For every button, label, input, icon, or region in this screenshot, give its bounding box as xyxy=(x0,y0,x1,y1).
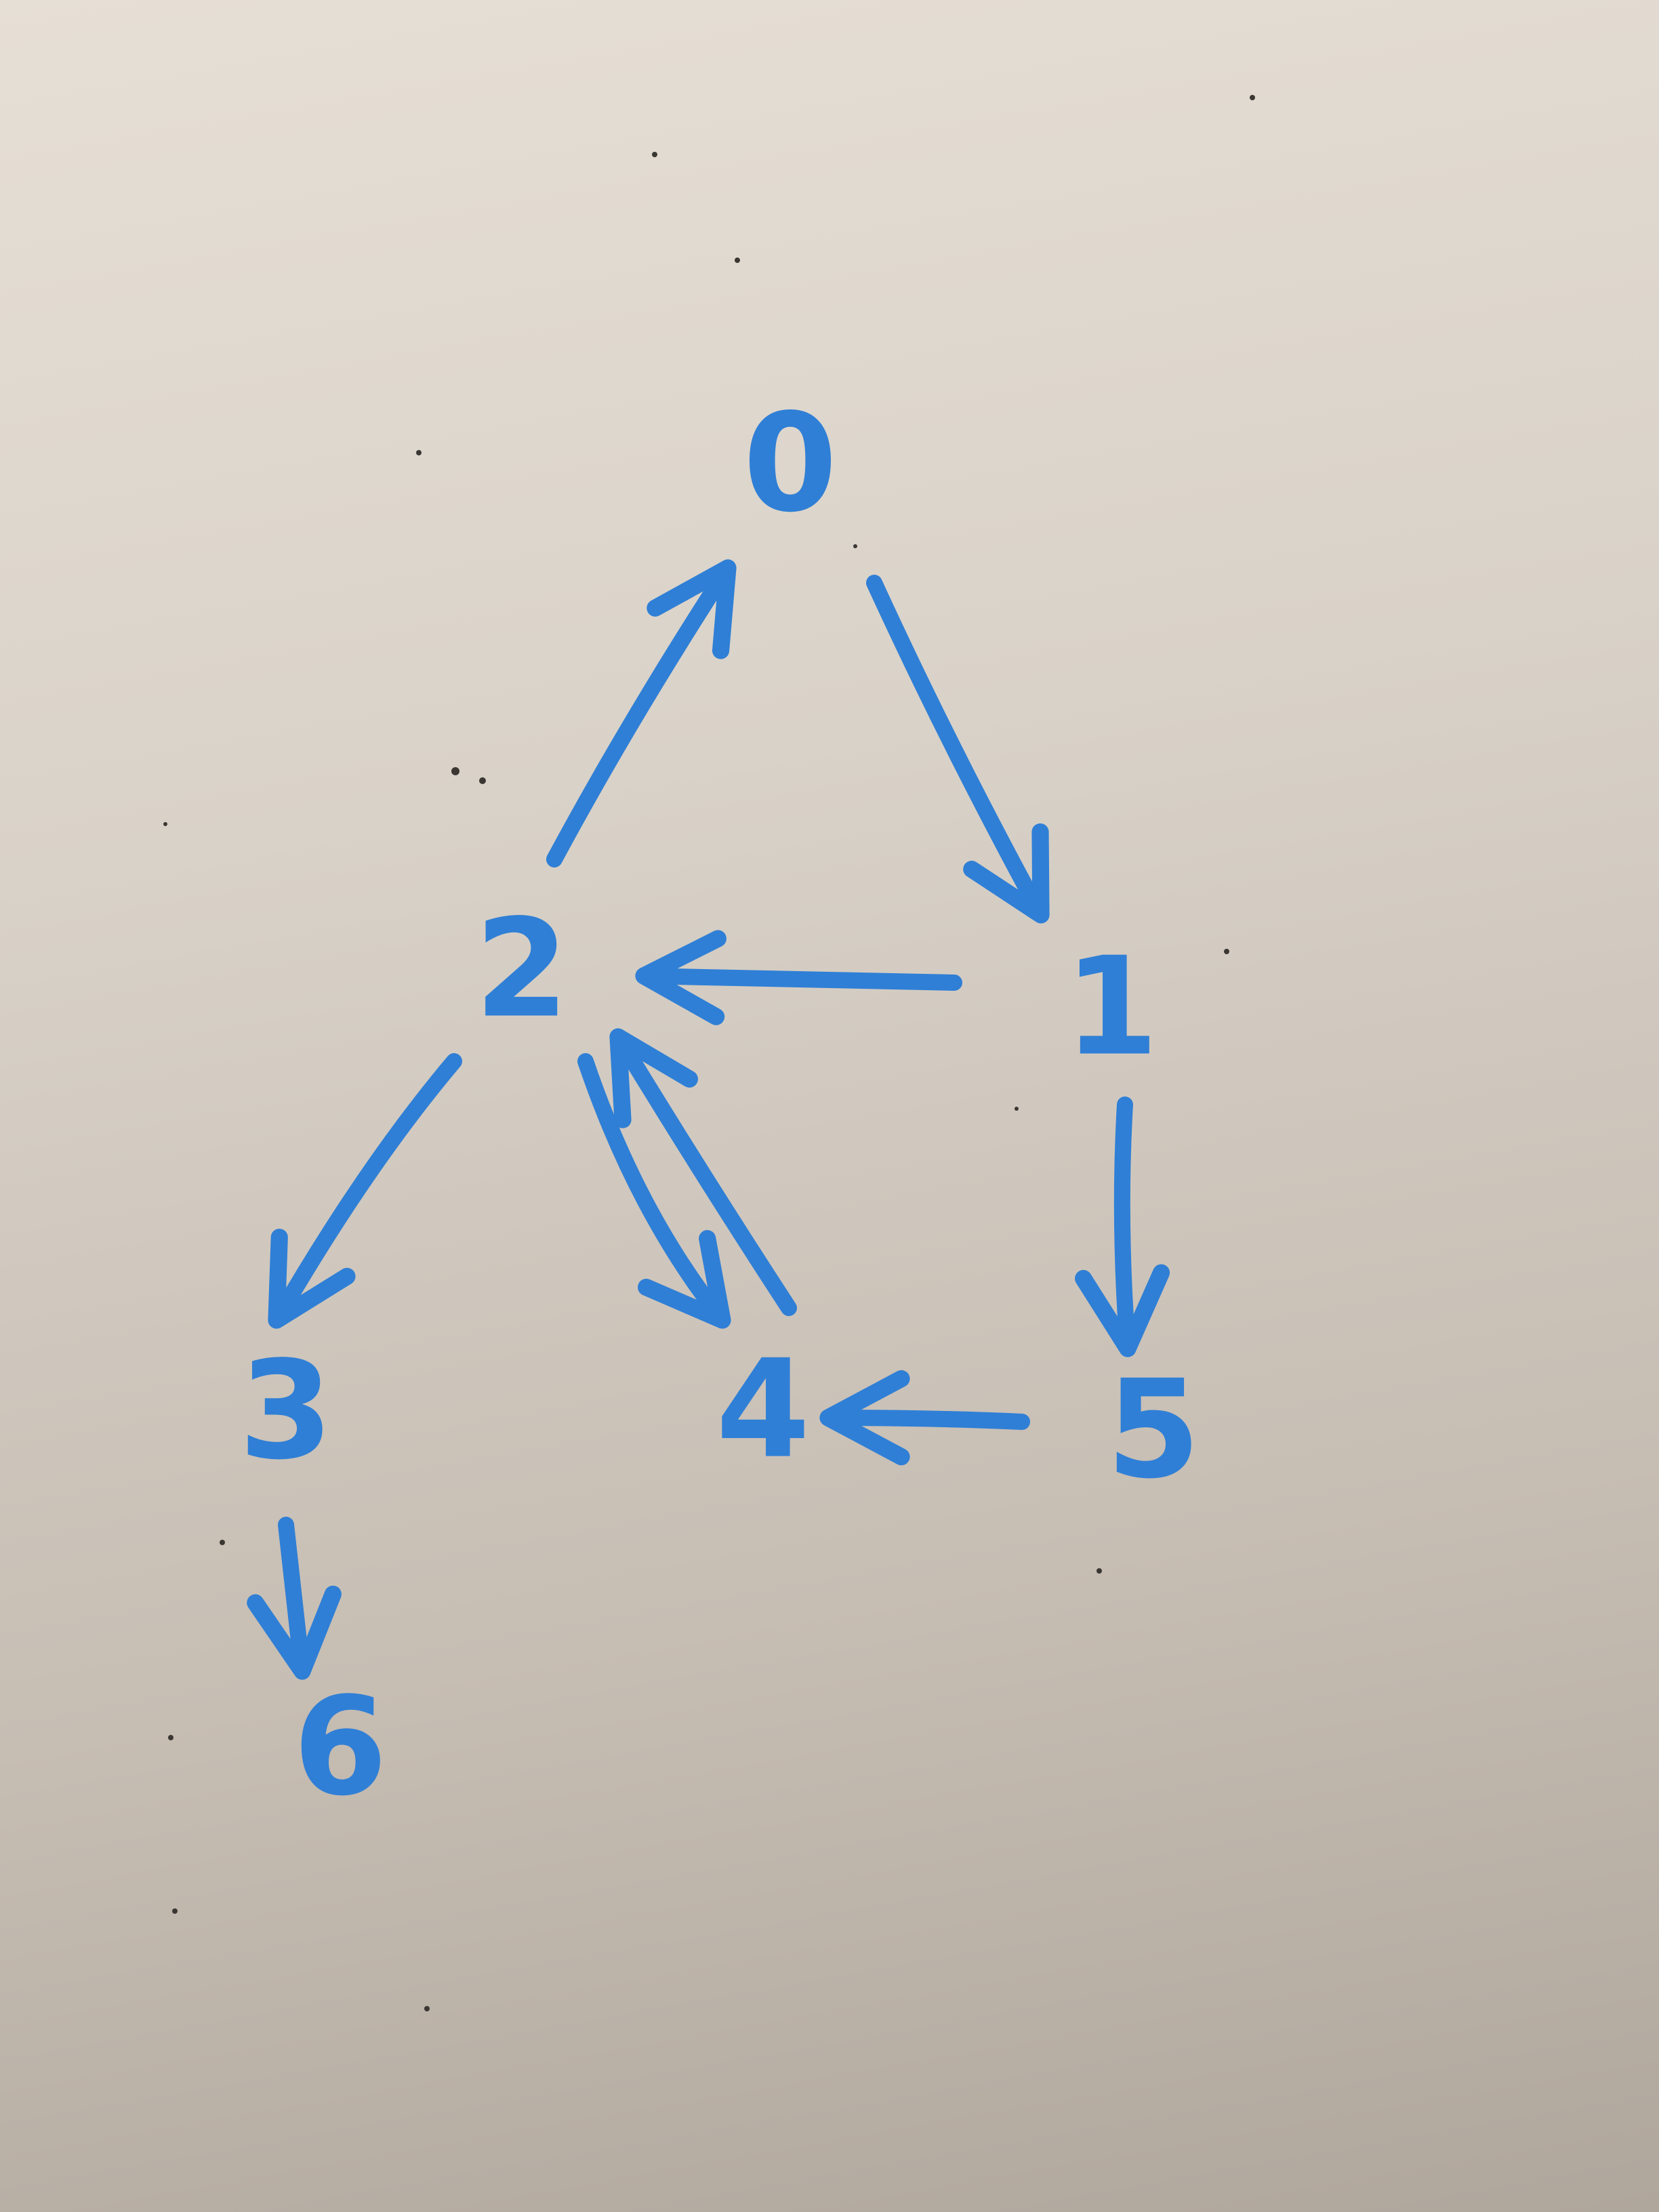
edge-2-to-4 xyxy=(577,1053,731,1329)
node-5: 5 xyxy=(1106,1351,1200,1509)
edge-4-to-2 xyxy=(609,1028,797,1316)
node-4: 4 xyxy=(716,1331,810,1489)
board-specks xyxy=(163,95,1255,2011)
graph-nodes: 0 1 2 3 4 5 6 xyxy=(239,385,1200,1826)
edge-0-to-1 xyxy=(866,575,1050,924)
node-1: 1 xyxy=(1064,928,1158,1086)
edge-2-to-3 xyxy=(268,1053,462,1329)
edge-1-to-5 xyxy=(1075,1097,1170,1357)
edge-2-to-0 xyxy=(546,559,737,867)
edge-1-to-2 xyxy=(635,930,962,1025)
edge-3-to-6 xyxy=(247,1517,342,1680)
node-3: 3 xyxy=(239,1332,333,1490)
node-6: 6 xyxy=(293,1668,387,1826)
edge-5-to-4 xyxy=(819,1370,1030,1466)
node-2: 2 xyxy=(474,890,569,1048)
node-0: 0 xyxy=(743,385,837,543)
graph-edges xyxy=(247,559,1170,1680)
